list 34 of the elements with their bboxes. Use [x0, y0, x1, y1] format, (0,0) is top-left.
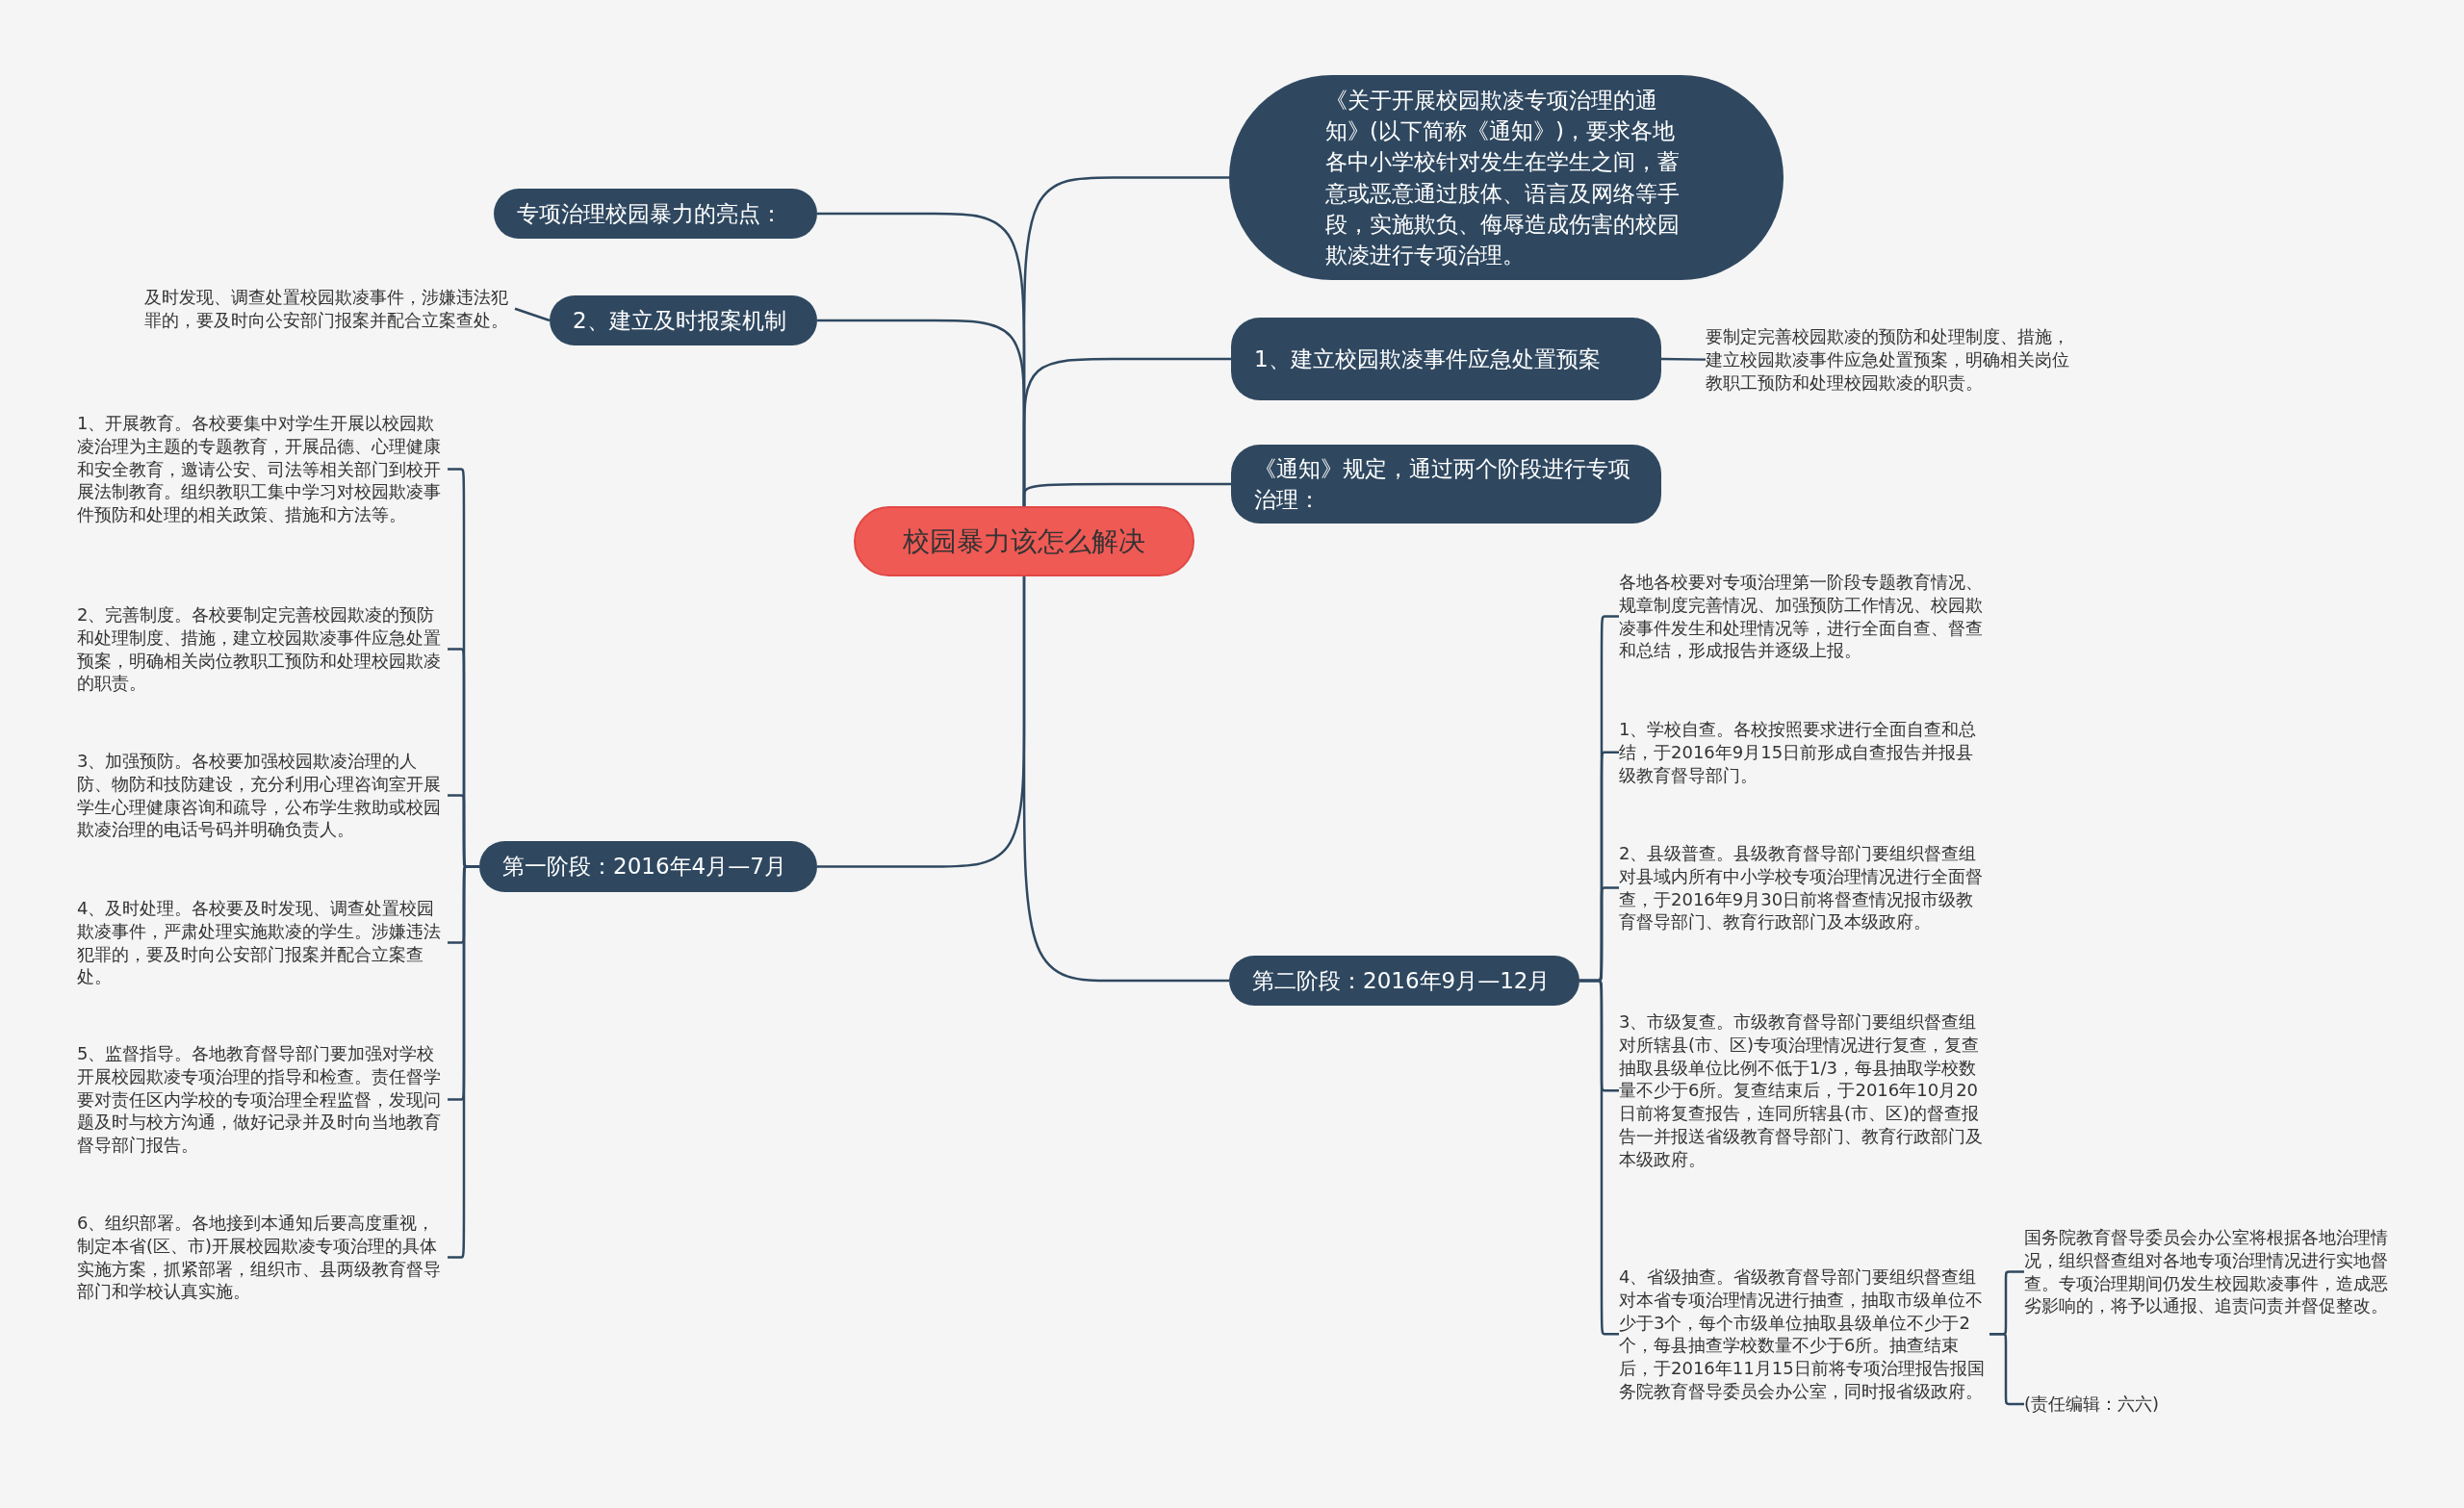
- topic-text: 1、建立校园欺凌事件应急处置预案: [1254, 345, 1601, 373]
- note-text: 6、组织部署。各地接到本通知后要高度重视，制定本省(区、市)开展校园欺凌专项治理的具体实施方案，抓紧部署，组织市、县两级教育督导部门和学校认真实施。: [77, 1212, 448, 1303]
- topic-box: [1231, 445, 1661, 524]
- note-text: 3、加强预防。各校要加强校园欺凌治理的人防、物防和技防建设，充分利用心理咨询室开展学生心理健康咨询和疏导，公布学生救助或校园欺凌治理的电话号码并明确负责人。: [77, 750, 448, 841]
- note-text: 1、学校自查。各校按照要求进行全面自查和总结，于2016年9月15日前形成自查报告并报县级教育督导部门。: [1619, 718, 1989, 787]
- note-text: 2、完善制度。各校要制定完善校园欺凌的预防和处理制度、措施，建立校园欺凌事件应急处置预案，明确相关岗位教职工预防和处理校园欺凌的职责。: [77, 603, 448, 695]
- topic-text: 《通知》规定，通过两个阶段进行专项治理：: [1254, 454, 1631, 514]
- note-text: 要制定完善校园欺凌的预防和处理制度、措施，建立校园欺凌事件应急处置预案，明确相关岗位教职工预防和处理校园欺凌的职责。: [1706, 325, 2076, 395]
- topic-text: 第二阶段：2016年9月—12月: [1252, 966, 1551, 995]
- central-topic-text: 校园暴力该怎么解决: [903, 524, 1145, 559]
- topic-box: [550, 295, 817, 345]
- note-text: 1、开展教育。各校要集中对学生开展以校园欺凌治理为主题的专题教育，开展品德、心理健康和安全教育，邀请公安、司法等相关部门到校开展法制教育。组织教职工集中学习对校园欺凌事件预防和处理的相关政策、措施和方法等。: [77, 412, 448, 526]
- topic-box: [1231, 318, 1661, 400]
- note-text: 2、县级普查。县级教育督导部门要组织督查组对县域内所有中小学校专项治理情况进行全面督查，于2016年9月30日前将督查情况报市级教育督导部门、教育行政部门及本级政府。: [1619, 842, 1989, 933]
- connector-line: [514, 307, 551, 322]
- note-text: 4、省级抽查。省级教育督导部门要组织督查组对本省专项治理情况进行抽查，抽取市级单位不少于3个，每个市级单位抽取县级单位不少于2个，每县抽查学校数量不少于6所。抽查结束后，于2016年11月15日前将专项治理报告报国务院教育督导委员会办公室，同时报省级政府。: [1619, 1265, 1989, 1403]
- topic-box: [1229, 956, 1579, 1006]
- note-text: 各地各校要对专项治理第一阶段专题教育情况、规章制度完善情况、加强预防工作情况、校园欺凌事件发生和处理情况等，进行全面自查、督查和总结，形成报告并逐级上报。: [1619, 571, 1989, 662]
- topic-text: 专项治理校园暴力的亮点：: [517, 199, 783, 228]
- connector-line: [1022, 482, 1231, 506]
- note-text: 5、监督指导。各地教育督导部门要加强对学校开展校园欺凌专项治理的指导和检查。责任督学要对责任区内学校的专项治理全程监督，发现问题及时与校方沟通，做好记录并及时向当地教育督导部门报告。: [77, 1042, 448, 1157]
- topic-box: [479, 841, 817, 892]
- note-text: 4、及时处理。各校要及时发现、调查处置校园欺凌事件，严肃处理实施欺凌的学生。涉嫌违法犯罪的，要及时向公安部门报案并配合立案查处。: [77, 897, 448, 988]
- topic-text: 《关于开展校园欺凌专项治理的通知》(以下简称《通知》)，要求各地各中小学校针对发生在学生之间，蓄意或恶意通过肢体、语言及网络等手段，实施欺负、侮辱造成伤害的校园欺凌进行专项治理。: [1325, 86, 1681, 269]
- note-text: 3、市级复查。市级教育督导部门要组织督查组对所辖县(市、区)专项治理情况进行复查，复查抽取县级单位比例不低于1/3，每县抽取学校数量不少于6所。复查结束后，于2016年10月20日前将复查报告，连同所辖县(市、区)的督查报告一并报送省级教育督导部门、教育行政部门及本级政府。: [1619, 1010, 1989, 1171]
- note-text: 国务院教育督导委员会办公室将根据各地治理情况，组织督查组对各地专项治理情况进行实地督查。专项治理期间仍发生校园欺凌事件，造成恶劣影响的，将予以通报、追责问责并督促整改。: [2024, 1226, 2395, 1317]
- topic-text: 2、建立及时报案机制: [573, 306, 786, 335]
- connector-line: [448, 865, 479, 1259]
- connector-line: [1022, 576, 1229, 983]
- note-text: 及时发现、调查处置校园欺凌事件，涉嫌违法犯罪的，要及时向公安部门报案并配合立案查处。: [144, 286, 515, 332]
- topic-box: [494, 189, 817, 239]
- connector-line: [1661, 357, 1706, 361]
- note-text: (责任编辑：六六): [2024, 1393, 2395, 1416]
- topic-text: 第一阶段：2016年4月—7月: [502, 853, 786, 882]
